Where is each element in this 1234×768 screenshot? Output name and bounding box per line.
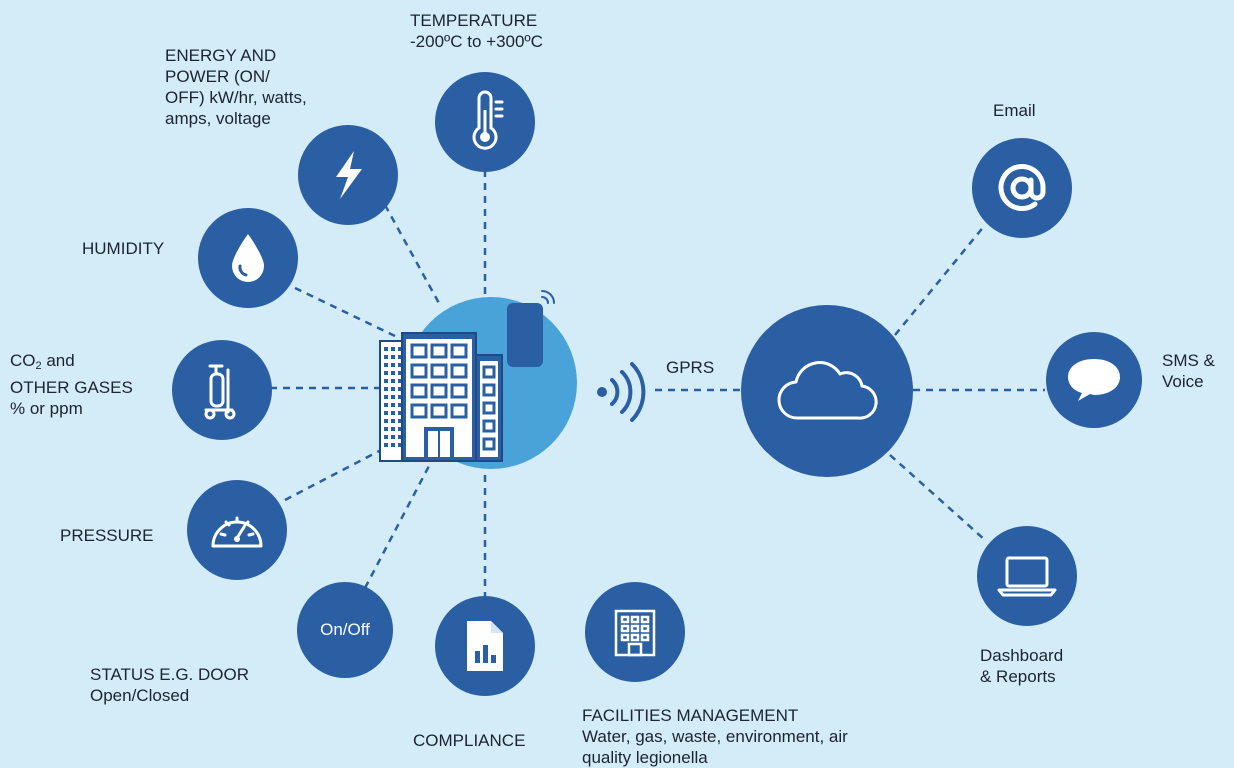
link-pressure xyxy=(284,446,386,502)
link-email xyxy=(894,224,986,336)
energy-line3: OFF) kW/hr, watts, xyxy=(165,88,307,107)
status-line1: STATUS E.G. DOOR xyxy=(90,665,249,684)
gases-and: and xyxy=(41,351,75,370)
temperature-title: TEMPERATURE xyxy=(410,11,538,30)
facilities-line2: Water, gas, waste, environment, air xyxy=(582,727,848,746)
dashboard-label: Dashboard & Reports xyxy=(980,645,1063,687)
at-sign-icon xyxy=(998,164,1046,211)
wireless-signal-icon xyxy=(597,362,646,422)
on-off-text: On/Off xyxy=(320,620,370,639)
facilities-line3: quality legionella xyxy=(582,748,708,767)
compliance-label: COMPLIANCE xyxy=(413,730,525,751)
sms-line2: Voice xyxy=(1162,372,1204,391)
temperature-label: TEMPERATURE -200ºC to +300ºC xyxy=(410,10,543,52)
pressure-label: PRESSURE xyxy=(60,525,154,546)
pressure-node xyxy=(187,480,287,580)
gprs-text: GPRS xyxy=(666,358,715,377)
email-text: Email xyxy=(993,101,1036,120)
facilities-label: FACILITIES MANAGEMENT Water, gas, waste,… xyxy=(582,705,848,768)
email-node[interactable] xyxy=(972,138,1072,238)
laptop-icon xyxy=(997,556,1057,597)
status-label: STATUS E.G. DOOR Open/Closed xyxy=(90,664,249,706)
speech-bubble-icon xyxy=(1068,359,1120,401)
gas-cylinder-icon xyxy=(204,364,236,420)
humidity-node xyxy=(198,208,298,308)
pressure-gauge-icon xyxy=(211,516,263,548)
link-energy xyxy=(383,204,442,306)
building-icon xyxy=(614,609,656,657)
humidity-label: HUMIDITY xyxy=(82,238,164,259)
gases-line3: % or ppm xyxy=(10,399,83,418)
compliance-node xyxy=(435,596,535,696)
sms-label: SMS & Voice xyxy=(1162,350,1215,392)
cloud-icon xyxy=(777,361,878,420)
sms-node[interactable] xyxy=(1046,332,1142,428)
thermometer-icon xyxy=(472,90,504,150)
dashboard-line2: & Reports xyxy=(980,667,1056,686)
link-status xyxy=(363,444,442,589)
gprs-label: GPRS xyxy=(666,357,714,378)
sms-line1: SMS & xyxy=(1162,351,1215,370)
lightning-icon xyxy=(336,151,362,199)
energy-line1: ENERGY AND xyxy=(165,46,277,65)
energy-line2: POWER (ON/ xyxy=(165,67,270,86)
link-dashboard xyxy=(889,454,986,541)
gases-line2: OTHER GASES xyxy=(10,378,133,397)
humidity-title: HUMIDITY xyxy=(82,239,165,258)
water-drop-icon xyxy=(232,234,264,282)
thermometer-node xyxy=(435,72,535,172)
link-humidity xyxy=(294,286,396,338)
email-label: Email xyxy=(993,100,1036,121)
on-off-node: On/Off xyxy=(297,582,393,678)
gases-subscript: 2 xyxy=(35,360,42,372)
building-with-gateway-icon xyxy=(379,290,555,462)
facilities-title: FACILITIES MANAGEMENT xyxy=(582,706,799,725)
temperature-range: -200ºC to +300ºC xyxy=(410,32,543,51)
compliance-title: COMPLIANCE xyxy=(413,731,526,750)
cloud-node xyxy=(741,305,913,477)
energy-line4: amps, voltage xyxy=(165,109,271,128)
gases-co: CO xyxy=(10,351,36,370)
dashboard-node[interactable] xyxy=(977,526,1077,626)
facilities-node xyxy=(585,582,685,682)
status-line2: Open/Closed xyxy=(90,686,190,705)
energy-label: ENERGY AND POWER (ON/ OFF) kW/hr, watts,… xyxy=(165,45,307,129)
gases-label: CO2 and OTHER GASES % or ppm xyxy=(10,350,133,419)
energy-node xyxy=(298,125,398,225)
report-document-icon xyxy=(467,621,503,671)
gases-node xyxy=(172,340,272,440)
pressure-title: PRESSURE xyxy=(60,526,154,545)
dashboard-line1: Dashboard xyxy=(980,646,1064,665)
